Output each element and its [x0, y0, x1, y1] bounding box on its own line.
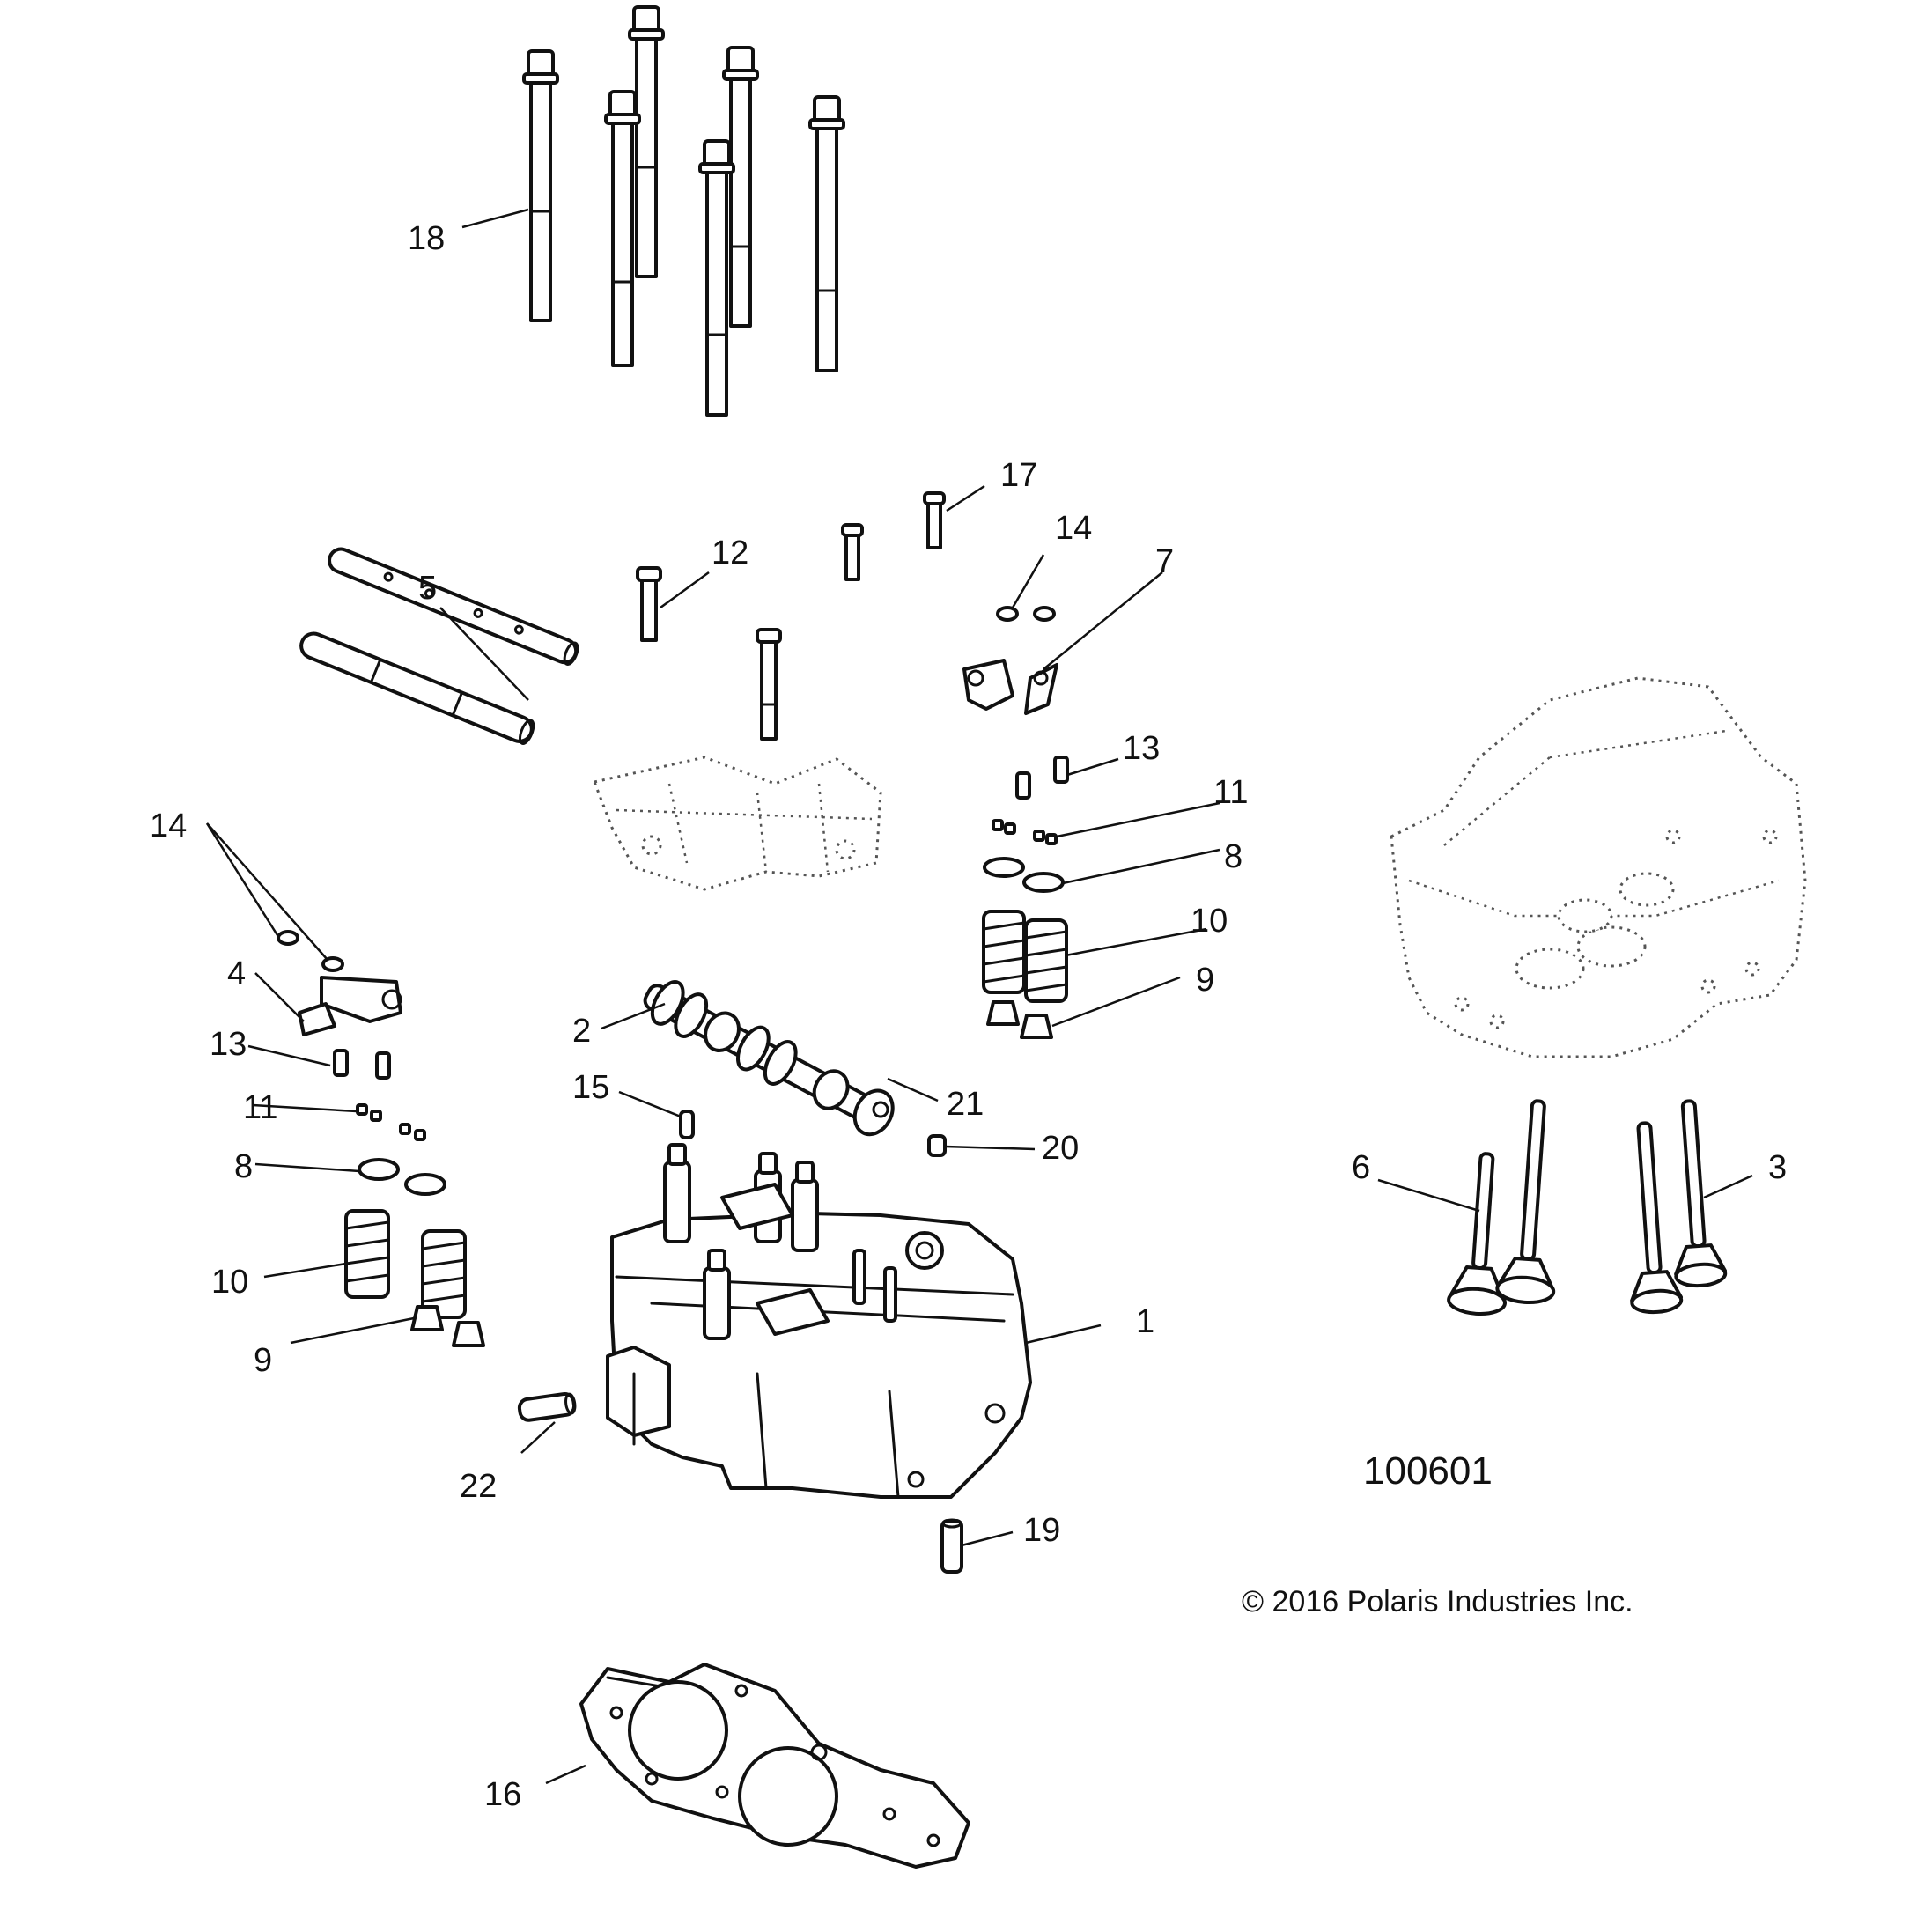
pin-part-22: [517, 1391, 577, 1422]
callout-9-right: 9: [1196, 962, 1214, 999]
callout-2: 2: [572, 1013, 591, 1050]
callout-12: 12: [712, 535, 748, 571]
callout-15: 15: [572, 1069, 609, 1106]
callout-6: 6: [1352, 1149, 1370, 1186]
rocker-arms-part-7: [962, 606, 1058, 715]
rocker-arm-part-4: [277, 930, 402, 1036]
callout-7: 7: [1155, 543, 1174, 580]
dowel-pin-part-15: [679, 1110, 695, 1139]
callout-13-right: 13: [1123, 730, 1160, 767]
sleeve-part-19: [940, 1518, 963, 1574]
cylinder-head-part-1: [606, 1143, 1032, 1499]
callout-14-right: 14: [1055, 510, 1092, 547]
callout-18: 18: [408, 220, 445, 257]
callout-1: 1: [1136, 1303, 1154, 1340]
callout-17: 17: [1000, 457, 1037, 494]
callout-10-left: 10: [211, 1264, 248, 1301]
callout-11-right: 11: [1213, 774, 1248, 811]
reference-cylinder-head: [1390, 676, 1807, 1058]
callout-8-left: 8: [234, 1148, 253, 1185]
drawing-number: 100601: [1363, 1449, 1493, 1493]
dowel-part-20: [927, 1134, 947, 1157]
callout-16: 16: [484, 1776, 521, 1813]
cam-carrier: [593, 756, 882, 891]
head-gasket-part-16: [579, 1663, 970, 1869]
callout-14-left: 14: [150, 807, 187, 844]
callout-22: 22: [460, 1468, 497, 1505]
camshaft-part-2: [643, 980, 895, 1137]
callout-5: 5: [418, 570, 437, 607]
leader-lines: [205, 208, 1753, 1785]
callout-labels: 1 2 3 4 5 6 7 8 9 10 11 12 13 14 15 16 1…: [150, 220, 1787, 1813]
callout-10-right: 10: [1191, 903, 1228, 940]
callout-20: 20: [1042, 1130, 1079, 1167]
head-bolts-part-18: [522, 5, 845, 417]
callout-3: 3: [1768, 1149, 1787, 1186]
valve-train-right: [982, 756, 1069, 1039]
callout-13-left: 13: [210, 1026, 247, 1063]
callout-21: 21: [947, 1086, 984, 1123]
rocker-shafts-part-5: [299, 547, 579, 745]
callout-4: 4: [227, 955, 246, 992]
callout-9-left: 9: [254, 1342, 272, 1379]
callout-8-right: 8: [1224, 838, 1243, 875]
callout-19: 19: [1023, 1512, 1060, 1549]
callout-11-left: 11: [243, 1089, 277, 1126]
valves-part-3-6: [1447, 1099, 1728, 1316]
valve-train-left: [333, 1049, 485, 1347]
cam-cap-bolts-part-12-17: [636, 491, 946, 741]
copyright-notice: © 2016 Polaris Industries Inc.: [1242, 1585, 1633, 1619]
